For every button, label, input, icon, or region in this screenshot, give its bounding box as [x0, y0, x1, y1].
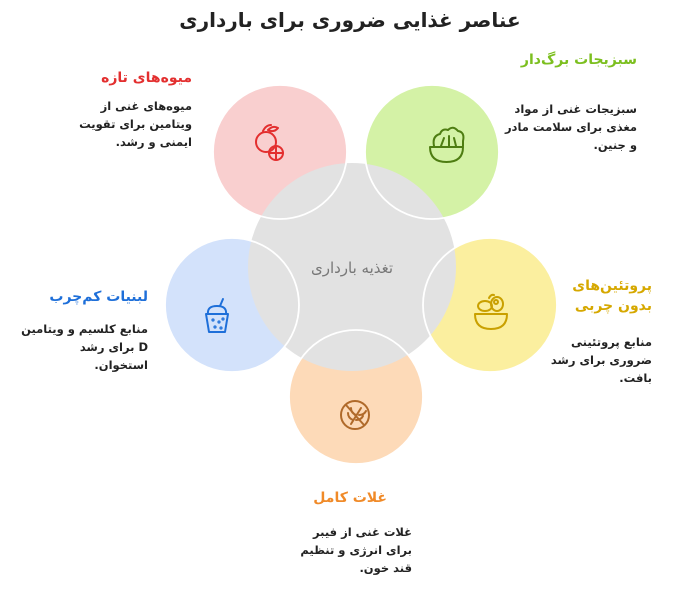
fruit-label: میوه‌های تازه: [101, 70, 192, 86]
orange-fruit-icon: [255, 124, 284, 161]
protein-label: پروتئین‌های بدون چربی: [572, 276, 652, 316]
center-hub: [248, 163, 456, 371]
fruit-desc-line: ویتامین برای تقویت: [79, 117, 192, 131]
protein-desc-line: ضروری برای رشد: [550, 353, 652, 367]
grain-label: غلات کامل: [313, 490, 387, 506]
fruit-desc-line: میوه‌های غنی از: [100, 99, 192, 113]
protein-label-line: بدون چربی: [574, 298, 652, 314]
grain-desc-line: برای انرژی و تنظیم: [300, 543, 412, 557]
protein-desc-line: منابع پروتئینی: [571, 335, 652, 349]
fruit-desc-line: ایمنی و رشد.: [115, 135, 192, 149]
protein-desc-line: بافت.: [619, 371, 652, 385]
protein-label-line: پروتئین‌های: [572, 278, 652, 294]
protein-description: منابع پروتئینی ضروری برای رشد بافت.: [551, 333, 652, 387]
salad-bowl-icon: [429, 126, 465, 163]
vegetable-description: سبزیجات غنی از مواد مغذی برای سلامت مادر…: [505, 100, 637, 154]
dairy-desc-line: استخوان.: [94, 358, 148, 372]
vegetable-desc-line: سبزیجات غنی از مواد: [514, 102, 637, 116]
vegetable-label: سبزیجات برگ‌دار: [520, 52, 637, 68]
grain-desc-line: غلات غنی از فیبر: [313, 525, 412, 539]
center-label: تغذیه بارداری: [311, 259, 393, 277]
grain-desc-line: قند خون.: [359, 561, 412, 575]
diagram-title: عناصر غذایی ضروری برای بارداری: [179, 8, 521, 32]
dairy-label: لبنیات کم‌چرب: [49, 289, 148, 305]
grain-description: غلات غنی از فیبر برای انرژی و تنظیم قند …: [300, 523, 412, 577]
yogurt-cup-icon: [205, 298, 229, 333]
wheat-icon: [340, 400, 370, 430]
dairy-desc-line: منابع کلسیم و ویتامین: [21, 322, 148, 336]
protein-bowl-icon: [474, 293, 508, 330]
fruit-description: میوه‌های غنی از ویتامین برای تقویت ایمنی…: [79, 97, 192, 151]
vegetable-desc-line: و جنین.: [593, 138, 637, 152]
vegetable-desc-line: مغذی برای سلامت مادر: [504, 120, 637, 134]
dairy-desc-line: D برای رشد: [79, 340, 148, 354]
protein-petal: [423, 238, 557, 372]
dairy-description: منابع کلسیم و ویتامین D برای رشد استخوان…: [21, 320, 148, 374]
